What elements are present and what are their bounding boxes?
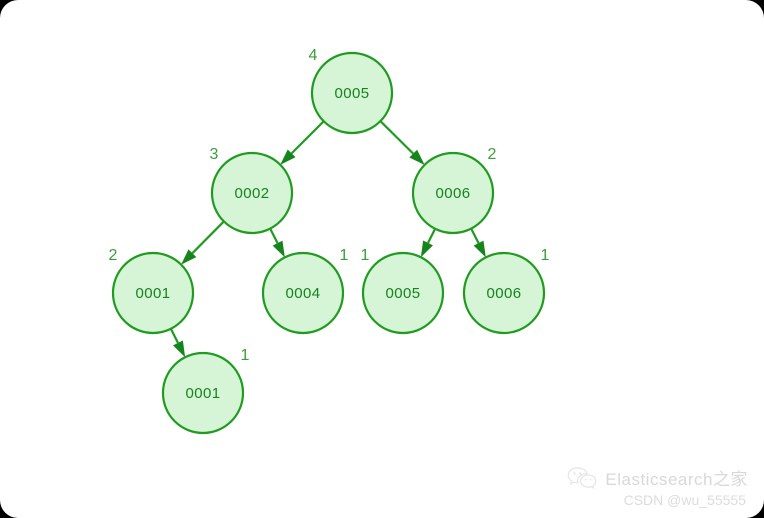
tree-edge <box>191 220 225 254</box>
node-weight-label: 2 <box>109 247 118 264</box>
node-weight-label: 3 <box>210 146 219 163</box>
edge-arrowhead <box>272 240 285 258</box>
edge-arrowhead <box>473 240 486 258</box>
tree-node[interactable]: 0004 <box>261 251 345 335</box>
edge-arrowhead <box>409 149 425 165</box>
tree-node[interactable]: 0006 <box>411 151 495 235</box>
watermark: Elasticsearch之家 CSDN @wu_55555 <box>567 465 748 508</box>
node-label: 0001 <box>186 385 221 402</box>
wechat-icon <box>567 466 597 490</box>
node-label: 0004 <box>286 285 321 302</box>
tree-edge <box>470 228 480 244</box>
node-weight-label: 1 <box>241 347 250 364</box>
tree-node[interactable]: 0001 <box>161 351 245 435</box>
node-label: 0006 <box>436 185 471 202</box>
node-weight-label: 4 <box>309 47 318 64</box>
edge-arrowhead <box>420 240 433 258</box>
edge-arrowhead <box>280 149 296 165</box>
tree-edge <box>427 228 437 244</box>
edge-arrowhead <box>181 249 197 265</box>
wechat-icon-svg <box>568 466 597 489</box>
node-circle[interactable] <box>161 351 245 435</box>
tree-node[interactable]: 0006 <box>462 251 546 335</box>
node-label: 0005 <box>386 285 421 302</box>
node-circle[interactable] <box>261 251 345 335</box>
tree-edge <box>290 120 325 155</box>
node-weight-label: 1 <box>361 247 370 264</box>
watermark-row: Elasticsearch之家 <box>567 465 748 490</box>
node-circle[interactable] <box>411 151 495 235</box>
watermark-title: Elasticsearch之家 <box>605 470 748 489</box>
tree-node[interactable]: 0002 <box>210 151 294 235</box>
watermark-subtitle: CSDN @wu_55555 <box>623 492 746 508</box>
tree-node[interactable]: 0005 <box>361 251 445 335</box>
tree-node[interactable]: 0005 <box>310 51 394 135</box>
edge-arrowhead <box>173 340 186 358</box>
node-label: 0005 <box>335 85 370 102</box>
node-circle[interactable] <box>310 51 394 135</box>
edges-group <box>169 120 486 358</box>
node-label: 0001 <box>136 285 171 302</box>
tree-edge <box>269 228 279 244</box>
node-circle[interactable] <box>210 151 294 235</box>
nodes-group: 0005 0002 0006 0001 0004 0005 0006 0001 <box>111 51 546 435</box>
node-weight-label: 1 <box>340 247 349 264</box>
node-circle[interactable] <box>361 251 445 335</box>
node-label: 0002 <box>235 185 270 202</box>
node-weight-label: 1 <box>541 247 550 264</box>
node-circle[interactable] <box>462 251 546 335</box>
node-label: 0006 <box>487 285 522 302</box>
tree-node[interactable]: 0001 <box>111 251 195 335</box>
tree-edge <box>379 120 414 155</box>
tree-edge <box>169 328 179 344</box>
node-circle[interactable] <box>111 251 195 335</box>
node-weight-label: 2 <box>488 146 497 163</box>
